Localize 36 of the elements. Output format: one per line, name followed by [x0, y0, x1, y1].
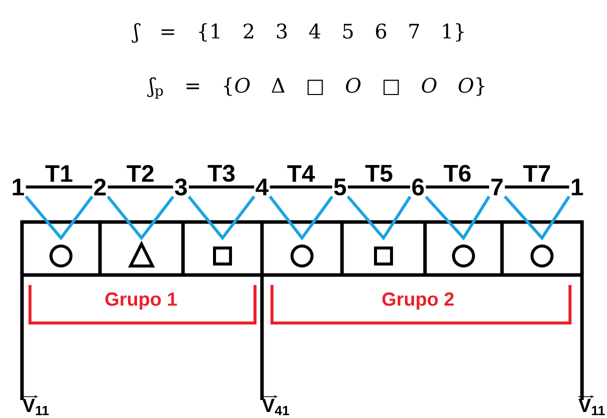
voltage-label: V$_{11}$ [22, 395, 49, 416]
terminal-number: 1 [572, 178, 583, 196]
connector-line [108, 186, 174, 188]
terminal-number: 7 [491, 178, 503, 196]
turn-label: T2 [126, 165, 154, 182]
terminal-number: 4 [256, 178, 269, 196]
voltage-label: V$_{41}$ [261, 395, 290, 416]
connector-line [426, 186, 490, 188]
connector-line [270, 186, 332, 188]
coil-side [268, 196, 334, 240]
voltage-label: V$_{11}$ [578, 395, 605, 416]
connector-line [26, 186, 92, 188]
formula: ʃ$_{p}$ = {O Δ □ O □ O O} [147, 77, 484, 99]
coil-side [24, 196, 94, 240]
connector-line [188, 186, 254, 188]
coil-side [346, 196, 412, 240]
terminal-number: 6 [412, 178, 424, 196]
group-label: Grupo 1 [105, 292, 177, 310]
turn-label: T1 [45, 165, 72, 182]
terminal-number: 3 [174, 178, 187, 196]
coil-side [424, 196, 490, 240]
terminal-number: 2 [94, 178, 106, 196]
turn-label: T7 [523, 165, 550, 182]
connector-line [504, 186, 570, 188]
coil-side [106, 196, 174, 240]
turn-label: T4 [287, 165, 315, 182]
coil-side [188, 196, 256, 240]
turn-label: T3 [208, 164, 235, 182]
turn-label: T6 [444, 164, 471, 182]
group-label: Grupo 2 [382, 292, 454, 310]
connector-line [348, 186, 410, 188]
turn-label: T5 [365, 165, 392, 182]
terminal-number: 1 [12, 178, 24, 196]
formula: ʃ = {1 2 3 4 5 6 7 1} [132, 23, 464, 43]
terminal-number: 5 [334, 178, 346, 196]
coil-side [504, 195, 570, 240]
